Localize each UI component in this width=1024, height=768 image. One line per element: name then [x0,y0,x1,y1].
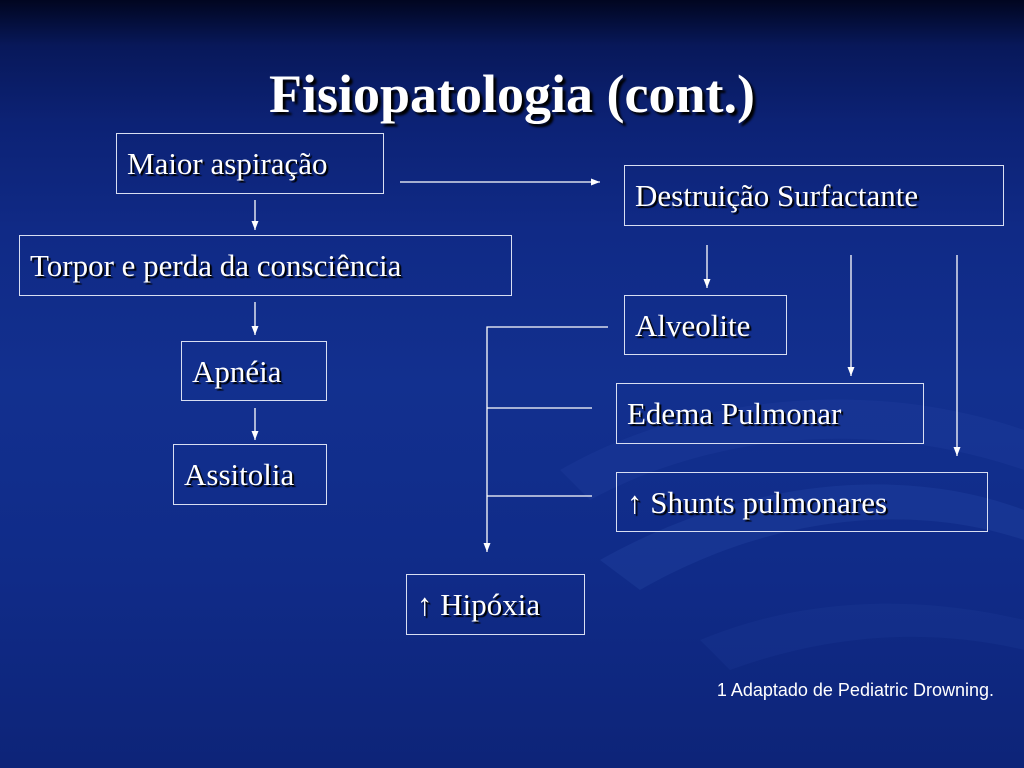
node-label: Maior aspiração [127,146,328,181]
node-label: Assitolia [184,457,295,492]
footnote: 1 Adaptado de Pediatric Drowning. [716,680,994,700]
node-apneia: Apnéia [181,341,327,401]
background-swoosh [560,399,1024,500]
background-swoosh [600,484,1024,590]
node-label: Edema Pulmonar [627,396,842,431]
node-hipoxia: ↑ Hipóxia [406,574,585,635]
node-alveolite: Alveolite [624,295,787,355]
node-label: ↑ Shunts pulmonares [627,484,888,520]
background-swoosh [700,603,1024,670]
node-label: ↑ Hipóxia [417,587,541,622]
node-shunts-pulmonares: ↑ Shunts pulmonares [616,472,988,532]
node-label: Alveolite [635,307,751,343]
node-maior-aspiracao: Maior aspiração [116,133,384,194]
node-edema-pulmonar: Edema Pulmonar [616,383,924,444]
node-label: Destruição Surfactante [635,178,919,213]
connector-alveolite-to-hipoxia [483,326,608,552]
node-label: Torpor e perda da consciência [30,248,402,283]
slide-title: Fisiopatologia (cont.) [269,64,755,124]
node-destruicao-surfactante: Destruição Surfactante [624,165,1004,226]
node-assitolia: Assitolia [173,444,327,505]
node-label: Apnéia [192,353,282,389]
node-torpor: Torpor e perda da consciência [19,235,512,296]
